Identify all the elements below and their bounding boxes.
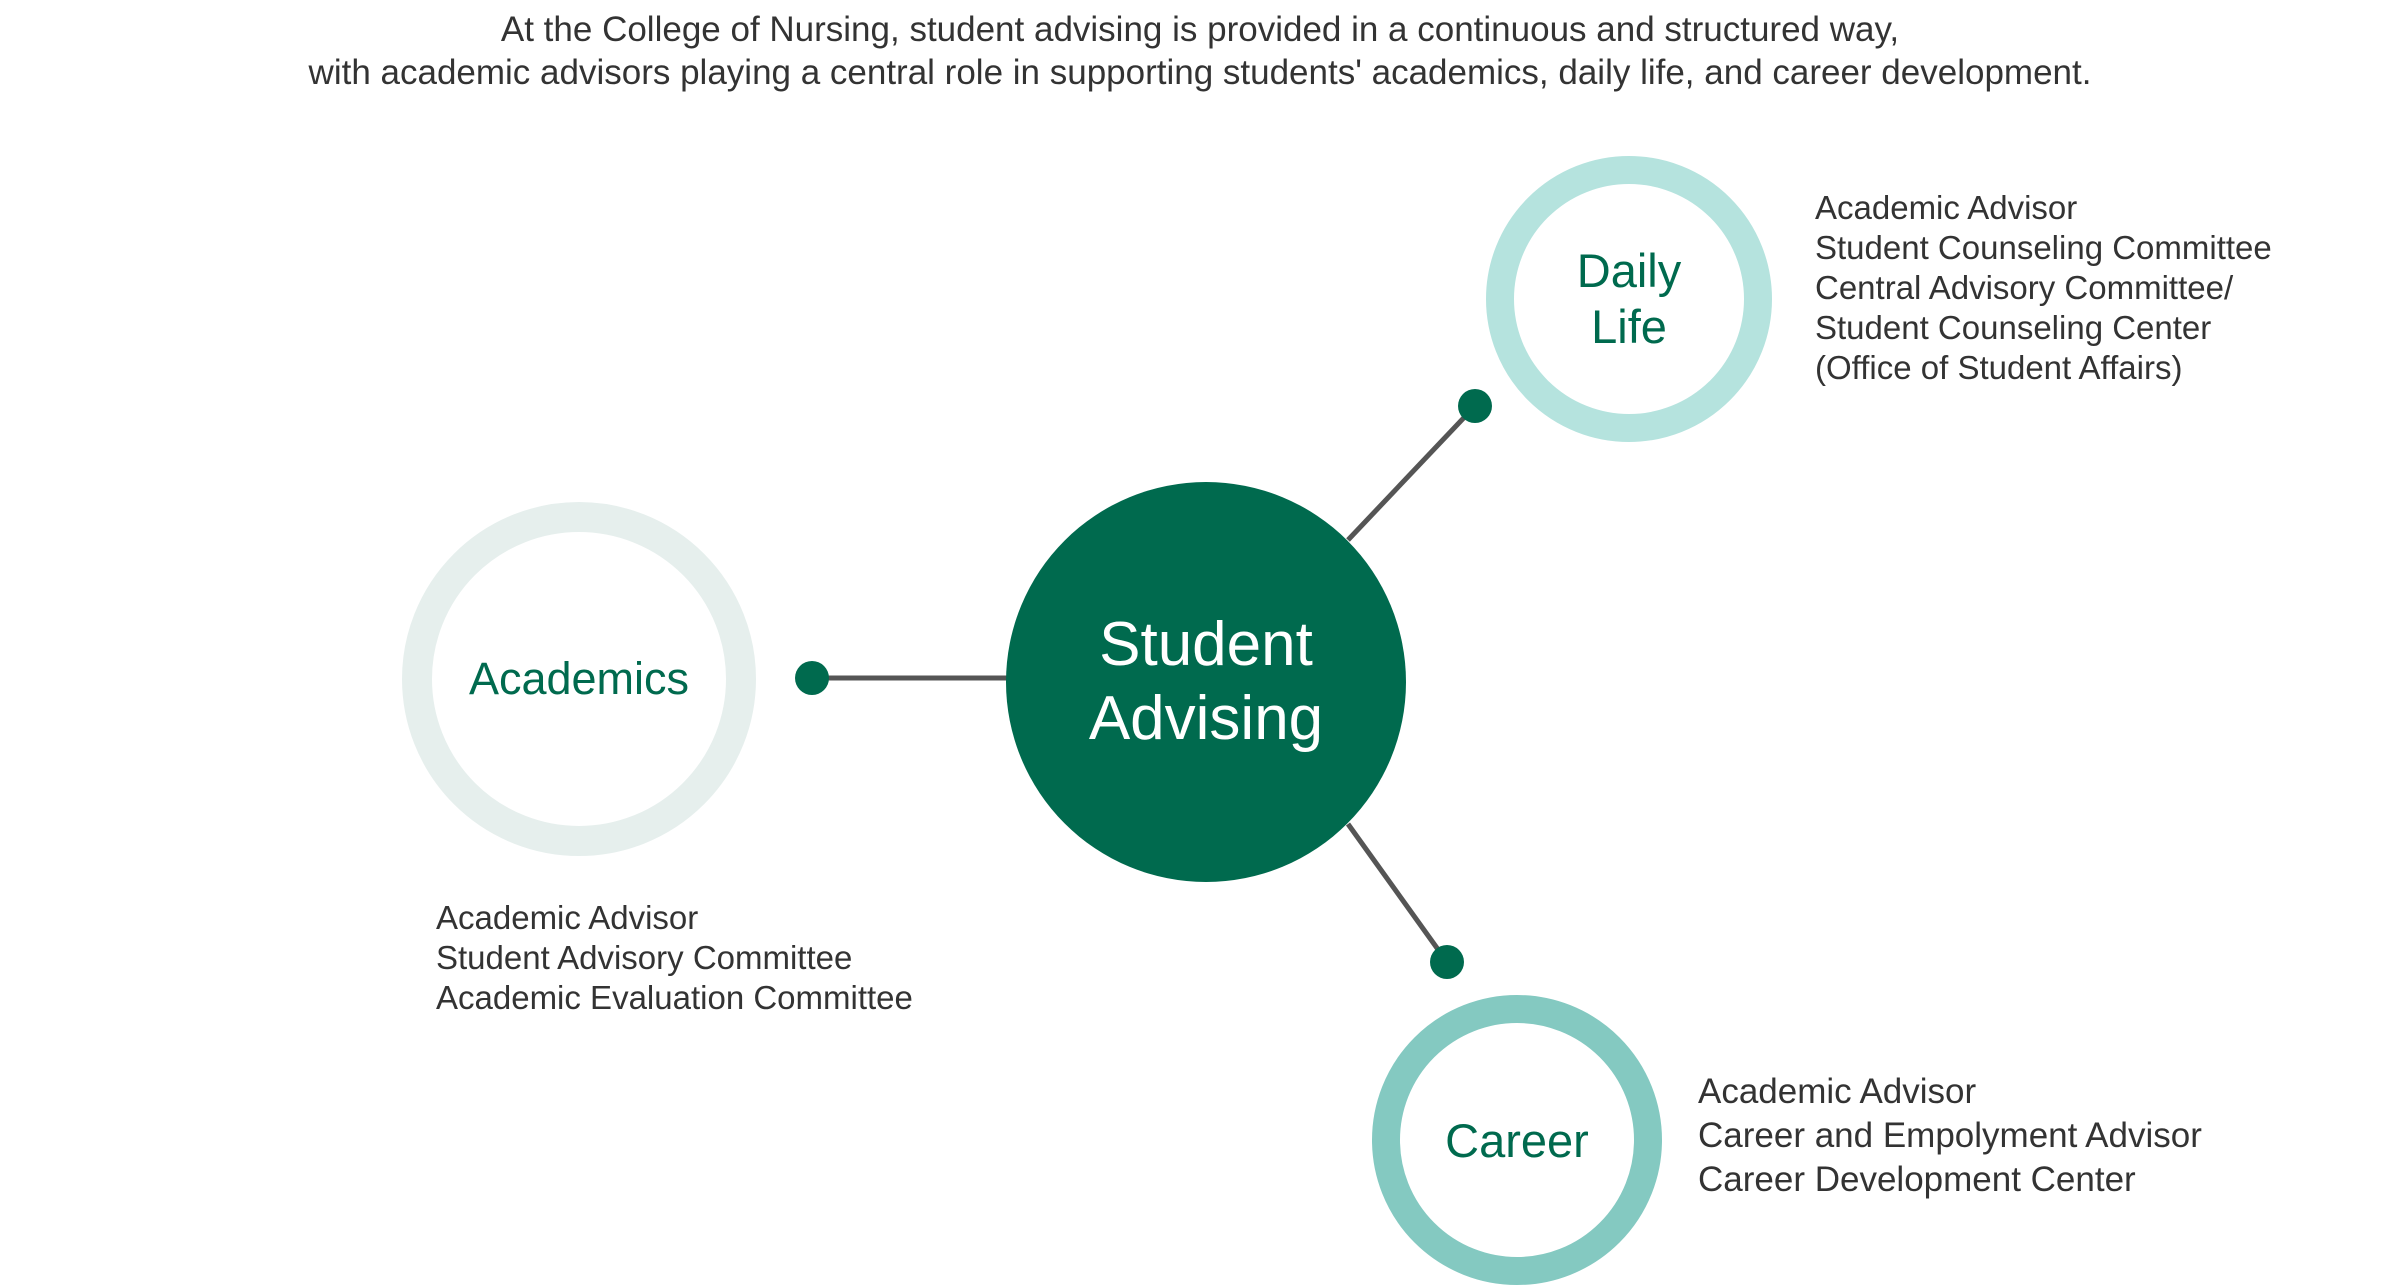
intro-line-1: At the College of Nursing, student advis… <box>500 10 1900 49</box>
daily-life-title-line-2: Life <box>1591 300 1667 353</box>
career-circle: Career <box>1372 995 1662 1285</box>
career-title: Career <box>1445 1113 1589 1167</box>
list-item: Student Counseling Committee <box>1815 229 2272 266</box>
connector-dot-career <box>1430 945 1464 979</box>
center-title-line-2: Advising <box>1088 684 1324 753</box>
connector-dot-daily-life <box>1458 389 1492 423</box>
daily-life-circle: Daily Life <box>1486 156 1772 442</box>
center-title-line-1: Student <box>1099 610 1313 679</box>
connector-dot-academics <box>795 661 829 695</box>
connector-daily-life <box>1346 404 1477 542</box>
daily-life-title-line-1: Daily <box>1576 244 1682 297</box>
academics-circle: Academics <box>402 502 756 856</box>
list-item: Academic Advisor <box>1698 1072 1977 1111</box>
student-advising-circle: Student Advising <box>1006 482 1406 882</box>
list-item: Academic Advisor <box>436 899 699 936</box>
list-item: Academic Evaluation Committee <box>436 979 913 1016</box>
daily-life-list: Academic Advisor Student Counseling Comm… <box>1815 188 2272 388</box>
list-item: Student Advisory Committee <box>436 939 853 976</box>
list-item: Central Advisory Committee/ <box>1815 269 2234 306</box>
intro-line-2: with academic advisors playing a central… <box>308 53 2092 92</box>
list-item: (Office of Student Affairs) <box>1815 349 2183 386</box>
list-item: Academic Advisor <box>1815 189 2078 226</box>
career-list: Academic Advisor Career and Empolyment A… <box>1698 1070 2202 1202</box>
academics-list: Academic Advisor Student Advisory Commit… <box>436 898 913 1018</box>
connector-career <box>1345 822 1450 964</box>
list-item: Career and Empolyment Advisor <box>1698 1116 2202 1155</box>
list-item: Career Development Center <box>1698 1160 2136 1199</box>
list-item: Student Counseling Center <box>1815 309 2212 346</box>
intro-text: At the College of Nursing, student advis… <box>0 8 2400 94</box>
academics-title: Academics <box>468 653 690 704</box>
